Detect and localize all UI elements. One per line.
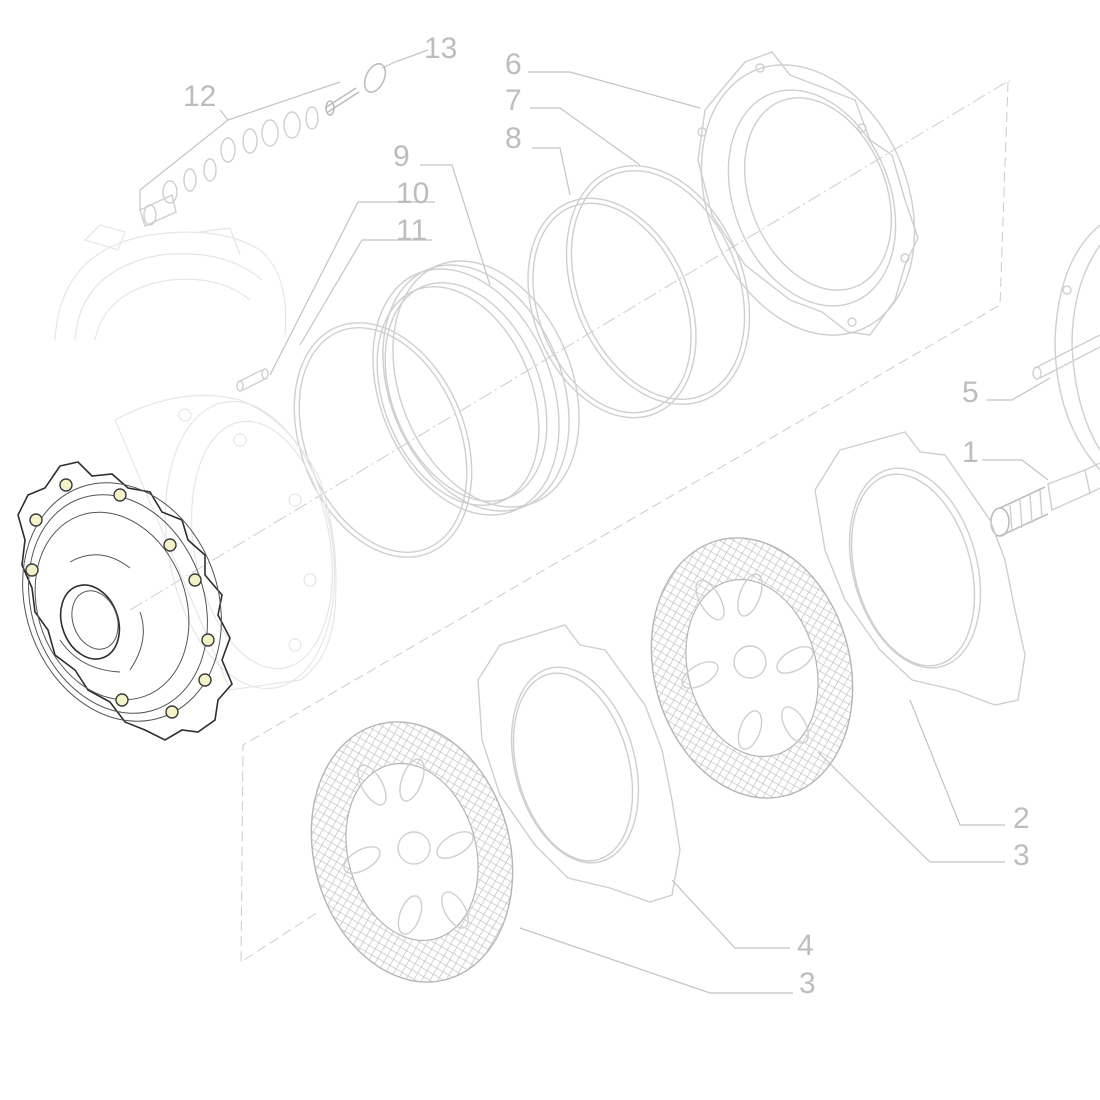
callout-labels: 13 12 6 7 8 9 10 11 5 1 2 3 4 3 — [183, 32, 1030, 1000]
highlighted-wheel-hub — [17, 461, 233, 741]
callout-3-upper: 3 — [1013, 839, 1030, 872]
leader-lines — [139, 49, 1051, 994]
center-axis — [129, 79, 1011, 611]
part-5-rod — [1032, 334, 1100, 380]
callout-6: 6 — [505, 48, 522, 81]
assembly-frame — [240, 81, 1009, 963]
part-4-separator-plate — [477, 624, 681, 903]
part-11-o-ring — [293, 322, 473, 558]
callout-9: 9 — [393, 140, 410, 173]
callout-1: 1 — [962, 436, 979, 469]
part-10-pin — [236, 368, 269, 392]
callout-3-lower: 3 — [799, 967, 816, 1000]
callout-12: 12 — [183, 80, 216, 113]
part-2-separator-plate — [814, 431, 1026, 706]
callout-2: 2 — [1013, 802, 1030, 835]
part-12-bleeder-assembly — [139, 87, 360, 227]
part-13-snap-ring — [363, 63, 387, 93]
axle-housing — [114, 394, 337, 691]
callout-5: 5 — [962, 376, 979, 409]
callout-10: 10 — [396, 177, 429, 210]
callout-4: 4 — [797, 929, 814, 962]
callout-8: 8 — [505, 122, 522, 155]
part-6-housing-cover — [697, 51, 919, 336]
callout-13: 13 — [424, 32, 457, 65]
callout-7: 7 — [505, 84, 522, 117]
part-9-piston — [372, 260, 580, 516]
part-8-seal-ring — [527, 197, 697, 419]
part-1-splined-shaft — [990, 462, 1100, 537]
part-3-friction-disc-right — [650, 537, 854, 799]
background-housing — [54, 224, 287, 341]
right-housing-partial — [1054, 224, 1100, 471]
part-3-friction-disc-left — [310, 721, 514, 983]
callout-11: 11 — [396, 214, 427, 247]
